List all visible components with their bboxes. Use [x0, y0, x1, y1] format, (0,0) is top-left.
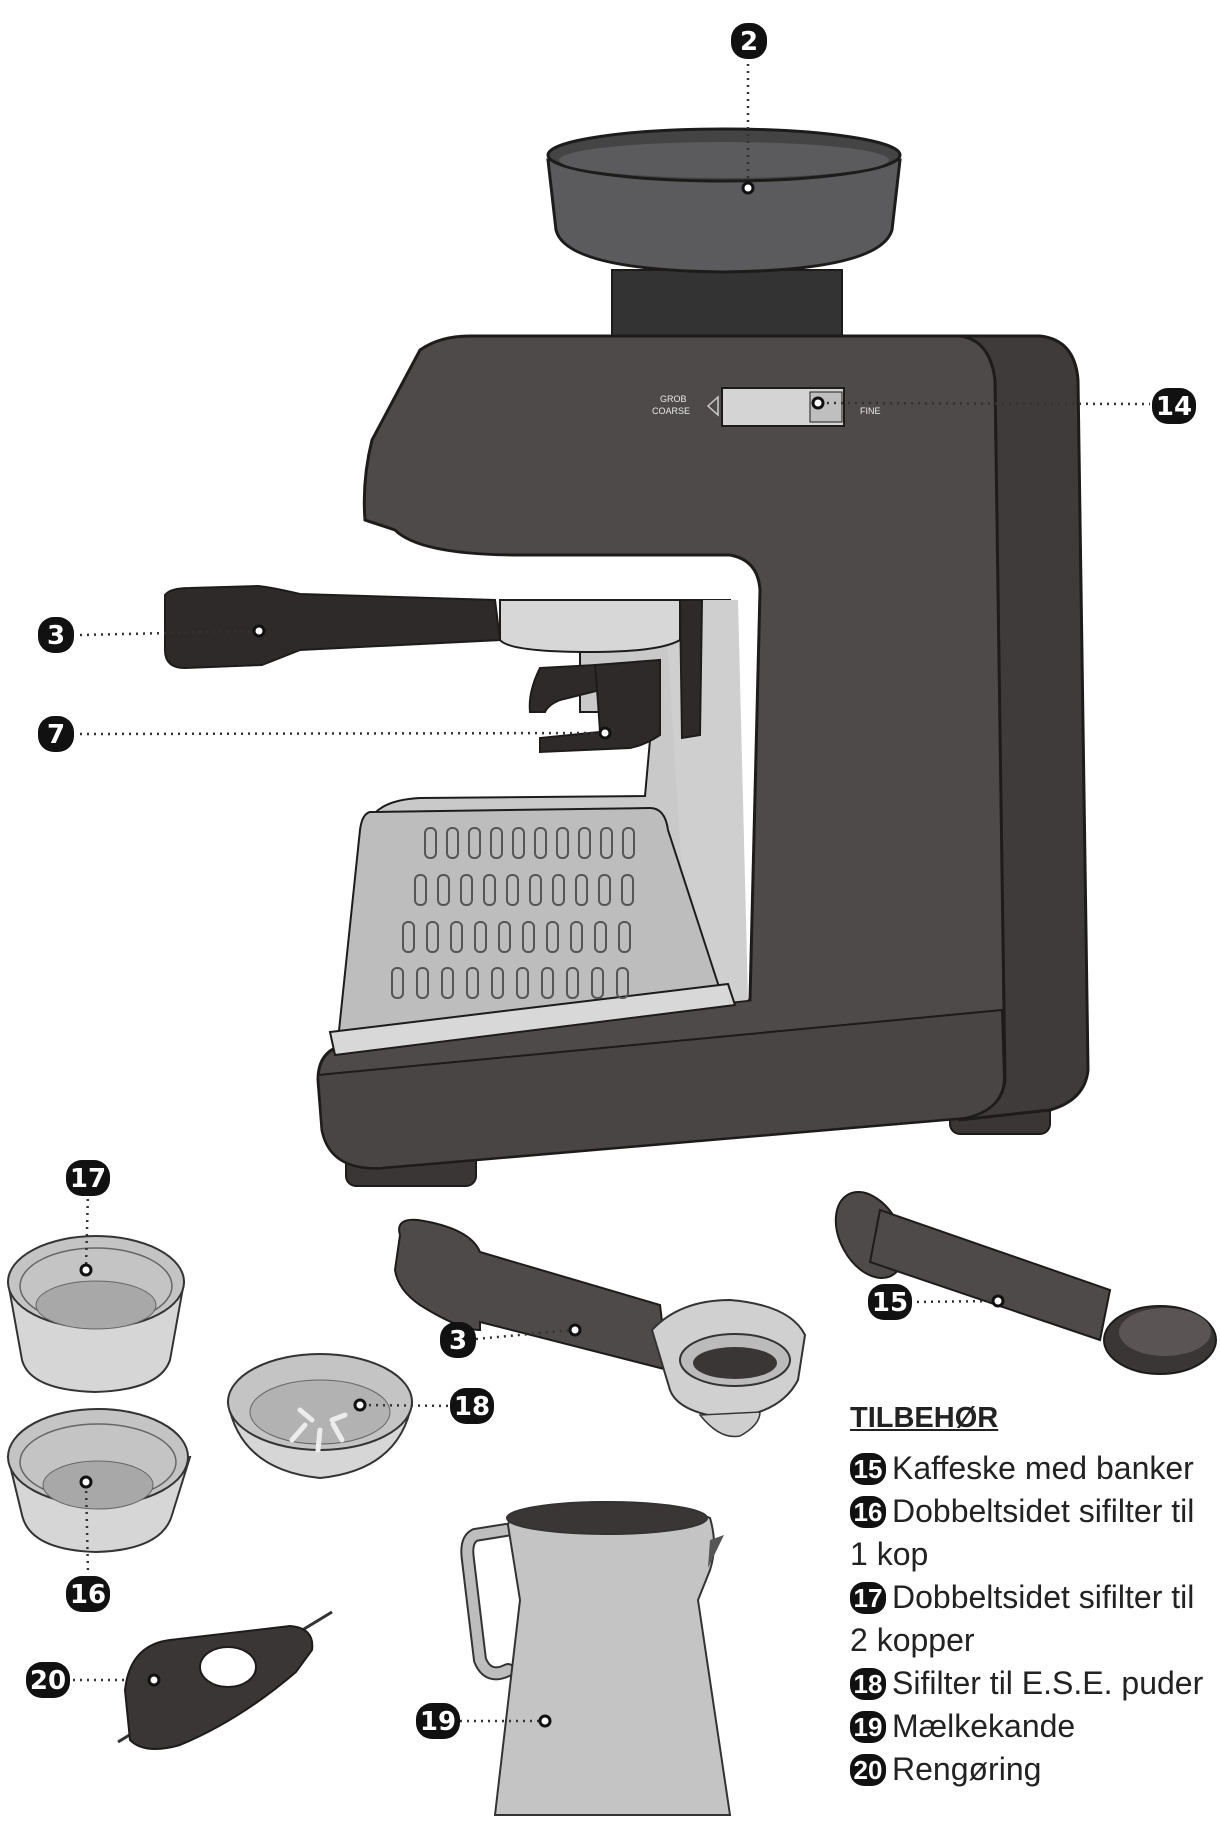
coffee-scoop-tamper — [822, 1180, 1216, 1374]
svg-text:18: 18 — [454, 1392, 490, 1422]
legend-text: Kaffeske med banker — [892, 1450, 1194, 1486]
callout-16: 16 — [66, 1576, 110, 1612]
legend-badge: 16 — [850, 1496, 886, 1528]
grind-coarse-label-1: GROB — [660, 394, 687, 404]
legend-text: Sifilter til E.S.E. puder — [892, 1665, 1203, 1701]
svg-text:19: 19 — [420, 1707, 456, 1737]
grind-coarse-label-2: COARSE — [652, 406, 690, 416]
callout-7: 7 — [38, 716, 74, 752]
legend-text: Rengøring — [892, 1751, 1041, 1787]
grind-fine-label: FINE — [860, 406, 881, 416]
bean-hopper — [548, 129, 900, 338]
legend-badge: 18 — [850, 1668, 886, 1700]
legend-badge: 19 — [850, 1711, 886, 1743]
legend-text: Dobbeltsidet sifilter til 1 kop — [850, 1493, 1194, 1572]
legend-title: TILBEHØR — [850, 1402, 1220, 1435]
callout-3: 3 — [38, 617, 74, 653]
milk-jug — [467, 1502, 730, 1815]
callout-2: 2 — [731, 23, 767, 59]
legend-badge: 20 — [850, 1754, 886, 1786]
svg-text:14: 14 — [1156, 392, 1192, 422]
svg-text:17: 17 — [70, 1164, 106, 1194]
svg-text:2: 2 — [740, 27, 758, 57]
filter-basket-1-cup — [8, 1409, 190, 1552]
callout-14: 14 — [1152, 388, 1196, 424]
callout-20: 20 — [26, 1662, 70, 1698]
svg-text:15: 15 — [872, 1288, 908, 1318]
svg-text:16: 16 — [70, 1580, 106, 1610]
legend-badge: 15 — [850, 1453, 886, 1485]
callout-18: 18 — [450, 1388, 494, 1424]
callout-15: 15 — [868, 1284, 912, 1320]
callout-3-portafilter: 3 — [440, 1322, 476, 1358]
svg-text:20: 20 — [30, 1666, 66, 1696]
legend-text: Mælkekande — [892, 1708, 1075, 1744]
legend-text: Dobbeltsidet sifilter til 2 kopper — [850, 1579, 1194, 1658]
filter-basket-ese-pods — [228, 1354, 412, 1478]
machine-body — [318, 336, 1088, 1186]
callout-19: 19 — [416, 1703, 460, 1739]
filter-basket-2-cups — [8, 1236, 184, 1392]
legend-badge: 17 — [850, 1582, 886, 1614]
svg-text:3: 3 — [47, 621, 65, 651]
svg-text:3: 3 — [449, 1326, 467, 1356]
callout-17: 17 — [66, 1160, 110, 1196]
svg-text:7: 7 — [47, 720, 65, 750]
